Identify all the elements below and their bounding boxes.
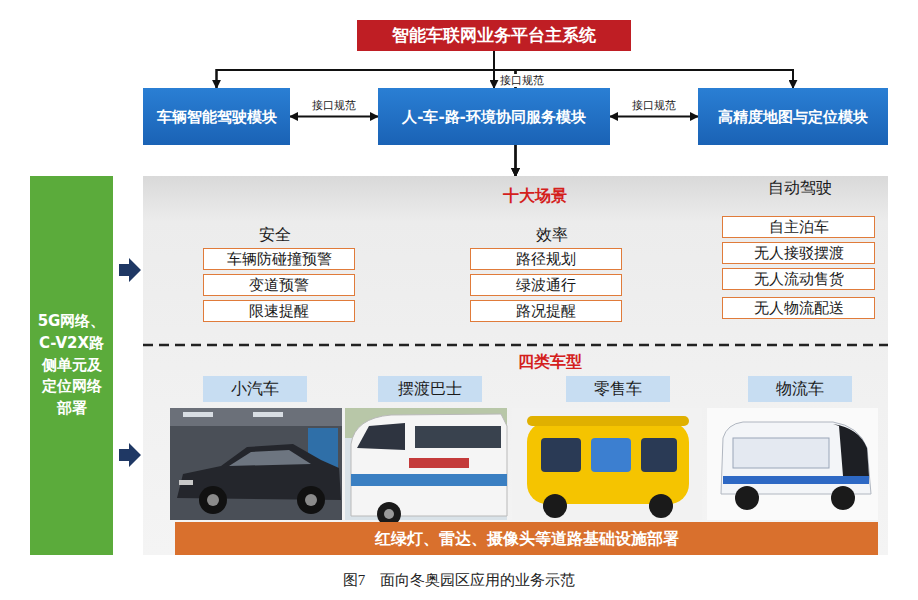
- system-box: 智能车联网业务平台主系统: [357, 20, 631, 51]
- module-box: 高精度地图与定位模块: [698, 88, 888, 145]
- node-text: 摆渡巴士: [398, 379, 462, 398]
- node-text: 人-车-路-环境协同服务模块: [402, 108, 586, 126]
- scenario-box: 车辆防碰撞预警: [203, 248, 355, 270]
- group-heading: 效率: [536, 225, 568, 246]
- edge-label: 接口规范: [499, 74, 545, 87]
- node-text: 红绿灯、雷达、摄像头等道路基础设施部署: [375, 529, 679, 548]
- node-text: 变道预警: [249, 276, 309, 294]
- dashed-divider: [143, 344, 888, 347]
- node-text: 自主泊车: [769, 218, 829, 236]
- infrastructure-bar: 红绿灯、雷达、摄像头等道路基础设施部署: [175, 522, 878, 555]
- scenario-box: 无人物流配送: [722, 297, 875, 319]
- block-arrow: [119, 258, 141, 282]
- node-text: 绿波通行: [516, 276, 576, 294]
- scenario-box: 变道预警: [203, 274, 355, 296]
- node-text: 无人流动售货: [754, 270, 844, 288]
- shuttle-bus-photo: [345, 408, 507, 526]
- node-text: 5G网络、C-V2X路侧单元及定位网络部署: [38, 311, 106, 420]
- scenario-box: 无人流动售货: [722, 268, 875, 290]
- group-heading: 自动驾驶: [768, 178, 832, 199]
- scene-panel: 十大场景四类车型 车辆防碰撞预警变道预警限速提醒 路径规划绿波通行路况提醒 自主泊车无…: [143, 176, 888, 555]
- section-heading: 四类车型: [518, 352, 582, 373]
- node-text: 无人接驳摆渡: [754, 244, 844, 262]
- node-text: 车辆防碰撞预警: [227, 250, 332, 268]
- scenario-box: 路径规划: [470, 248, 622, 270]
- block-arrow: [119, 443, 141, 467]
- node-text: 限速提醒: [249, 302, 309, 320]
- connector: [610, 116, 698, 118]
- module-box: 人-车-路-环境协同服务模块: [378, 88, 610, 145]
- section-heading: 十大场景: [503, 186, 567, 207]
- network-box: 5G网络、C-V2X路侧单元及定位网络部署: [30, 176, 113, 555]
- scenario-box: 路况提醒: [470, 300, 622, 322]
- scenario-box: 无人接驳摆渡: [722, 242, 875, 264]
- node-text: 车辆智能驾驶模块: [157, 108, 277, 126]
- scenario-box: 限速提醒: [203, 300, 355, 322]
- node-text: 高精度地图与定位模块: [718, 108, 868, 126]
- vehicle-type-label: 摆渡巴士: [378, 376, 482, 402]
- logistics-vehicle-photo: [707, 408, 878, 520]
- scenario-box: 绿波通行: [470, 274, 622, 296]
- connector: [290, 116, 378, 118]
- vehicle-type-label: 零售车: [566, 376, 670, 402]
- node-text: 智能车联网业务平台主系统: [392, 25, 596, 45]
- node-text: 零售车: [594, 379, 642, 398]
- vehicle-type-label: 物流车: [748, 376, 852, 402]
- scenario-box: 自主泊车: [722, 216, 875, 238]
- module-box: 车辆智能驾驶模块: [143, 88, 290, 145]
- edge-label: 接口规范: [631, 99, 677, 112]
- figure-caption: 图7 面向冬奥园区应用的业务示范: [0, 571, 918, 590]
- node-text: 小汽车: [231, 379, 279, 398]
- car-photo: [170, 408, 342, 520]
- edge-label: 接口规范: [311, 99, 357, 112]
- node-text: 路况提醒: [516, 302, 576, 320]
- node-text: 无人物流配送: [754, 299, 844, 317]
- node-text: 路径规划: [516, 250, 576, 268]
- node-text: 物流车: [776, 379, 824, 398]
- vehicle-type-label: 小汽车: [203, 376, 307, 402]
- retail-vehicle-photo: [512, 408, 702, 520]
- group-heading: 安全: [259, 225, 291, 246]
